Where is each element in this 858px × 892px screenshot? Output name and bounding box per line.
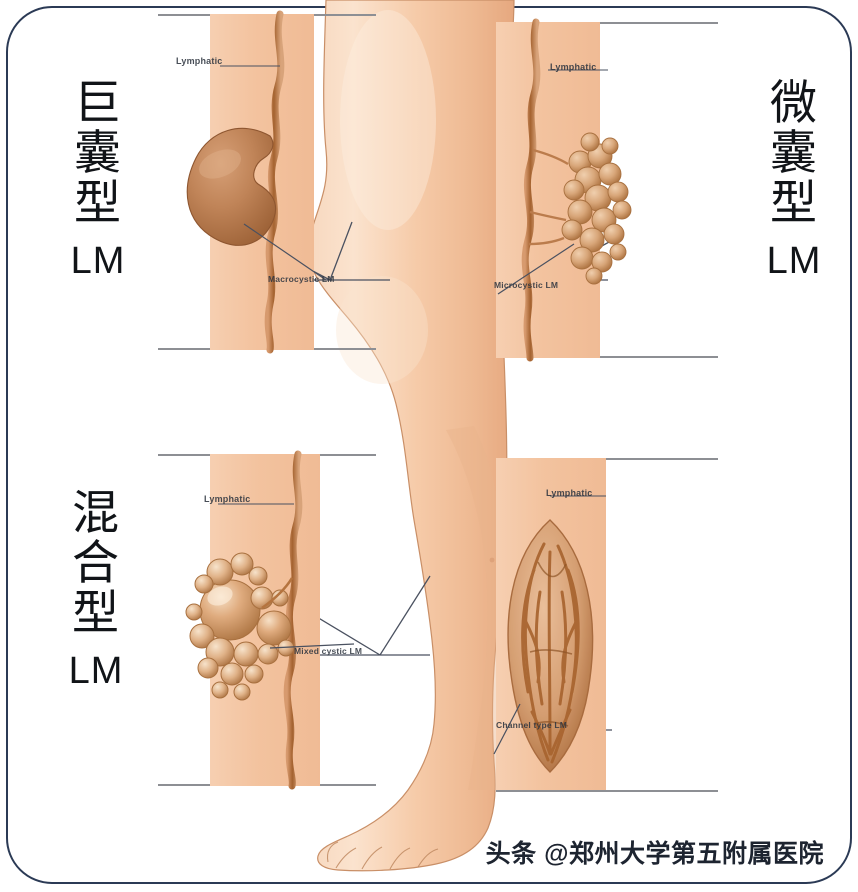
leg-illustration — [307, 0, 515, 872]
anno-lymphatic: Lymphatic — [204, 494, 251, 504]
label-microcystic-char-1: 微 — [770, 76, 818, 129]
label-macrocystic-lm: LM — [70, 240, 126, 283]
label-microcystic-char-3: 型 — [770, 175, 818, 229]
label-microcystic-char-2: 囊 — [770, 125, 818, 179]
label-macrocystic-chinese: 巨 囊 型 — [34, 78, 162, 227]
anno-type-label: Channel type LM — [496, 720, 568, 730]
label-macrocystic-char-1: 巨 — [74, 76, 122, 129]
panel-mixed: Lymphatic Mixed cystic LM — [158, 448, 408, 792]
anno-lymphatic: Lymphatic — [176, 56, 223, 66]
panel-top-rule — [496, 22, 718, 24]
panel-top-rule — [496, 458, 718, 460]
label-mixed-char-1: 混 — [72, 486, 120, 539]
label-mixed-char-3: 型 — [72, 585, 120, 639]
panel-channel: Lymphatic Channel type LM — [488, 452, 720, 796]
label-microcystic-chinese: 微 囊 型 — [742, 78, 846, 227]
panel-microcystic: Lymphatic Microcystic LM — [488, 12, 720, 362]
panel-bottom-rule — [496, 356, 718, 358]
panel-macrocystic: Lymphatic Macrocystic LM — [158, 8, 378, 356]
microcystic-artwork — [497, 18, 632, 362]
label-mixed-chinese: 混 合 型 — [32, 488, 160, 637]
watermark-text: 头条 @郑州大学第五附属医院 — [485, 840, 824, 868]
anno-lymphatic: Lymphatic — [546, 488, 593, 498]
anno-type-label: Mixed cystic LM — [294, 646, 363, 656]
label-mixed: 混 合 型 LM — [32, 488, 160, 692]
label-microcystic-lm: LM — [766, 240, 822, 283]
anno-type-label: Microcystic LM — [494, 280, 559, 290]
label-macrocystic: 巨 囊 型 LM — [34, 78, 162, 282]
mixed-artwork — [185, 450, 355, 790]
anno-type-label: Macrocystic LM — [268, 274, 335, 284]
label-mixed-lm: LM — [68, 650, 124, 693]
panel-bottom-rule — [496, 790, 718, 792]
macrocystic-artwork — [186, 10, 327, 354]
label-mixed-char-2: 合 — [72, 535, 120, 589]
channel-artwork — [493, 458, 606, 790]
anno-lymphatic: Lymphatic — [550, 62, 597, 72]
label-macrocystic-char-2: 囊 — [74, 125, 122, 179]
label-macrocystic-char-3: 型 — [74, 175, 122, 229]
label-microcystic: 微 囊 型 LM — [742, 78, 846, 282]
